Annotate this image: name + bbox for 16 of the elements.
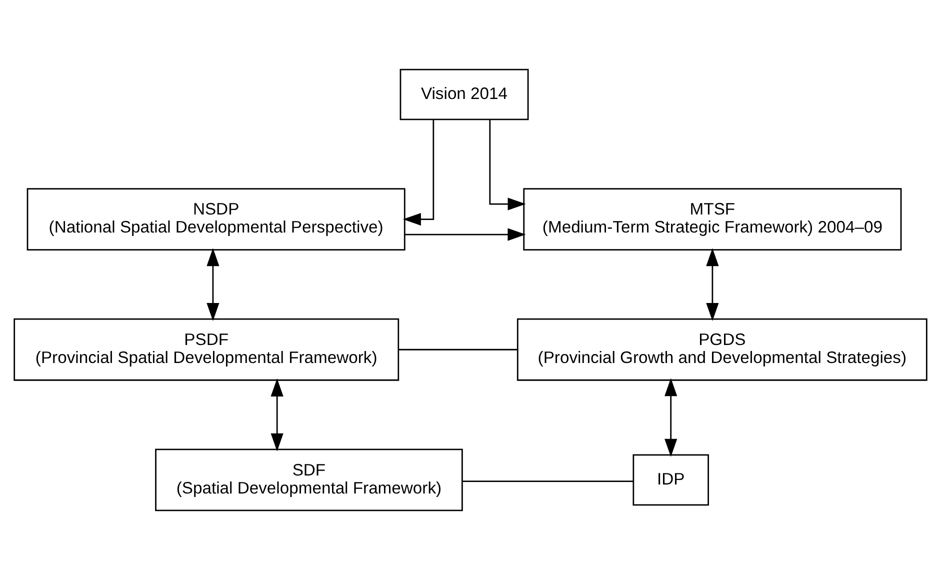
arrow [402, 120, 434, 226]
arrow [404, 228, 526, 241]
connector [398, 348, 518, 350]
node-box: MTSF (Medium-Term Strategic Framework) 2004–09 [523, 188, 902, 250]
node-box: NSDP (National Spatial Developmental Perspective) [26, 188, 406, 250]
node-box: SDF (Spatial Developmental Framework) [155, 448, 463, 512]
arrow [206, 248, 220, 322]
node-box: IDP [632, 454, 709, 506]
node-box: Vision 2014 [400, 68, 529, 120]
node-box: PSDF (Provincial Spatial Developmental Framework) [14, 318, 400, 381]
node-box: PGDS (Provincial Growth and Developmental Strategies) [516, 318, 928, 381]
connector [462, 480, 634, 482]
arrow [270, 378, 284, 452]
arrow [489, 120, 526, 210]
arrow [706, 248, 719, 322]
arrow [664, 378, 678, 457]
